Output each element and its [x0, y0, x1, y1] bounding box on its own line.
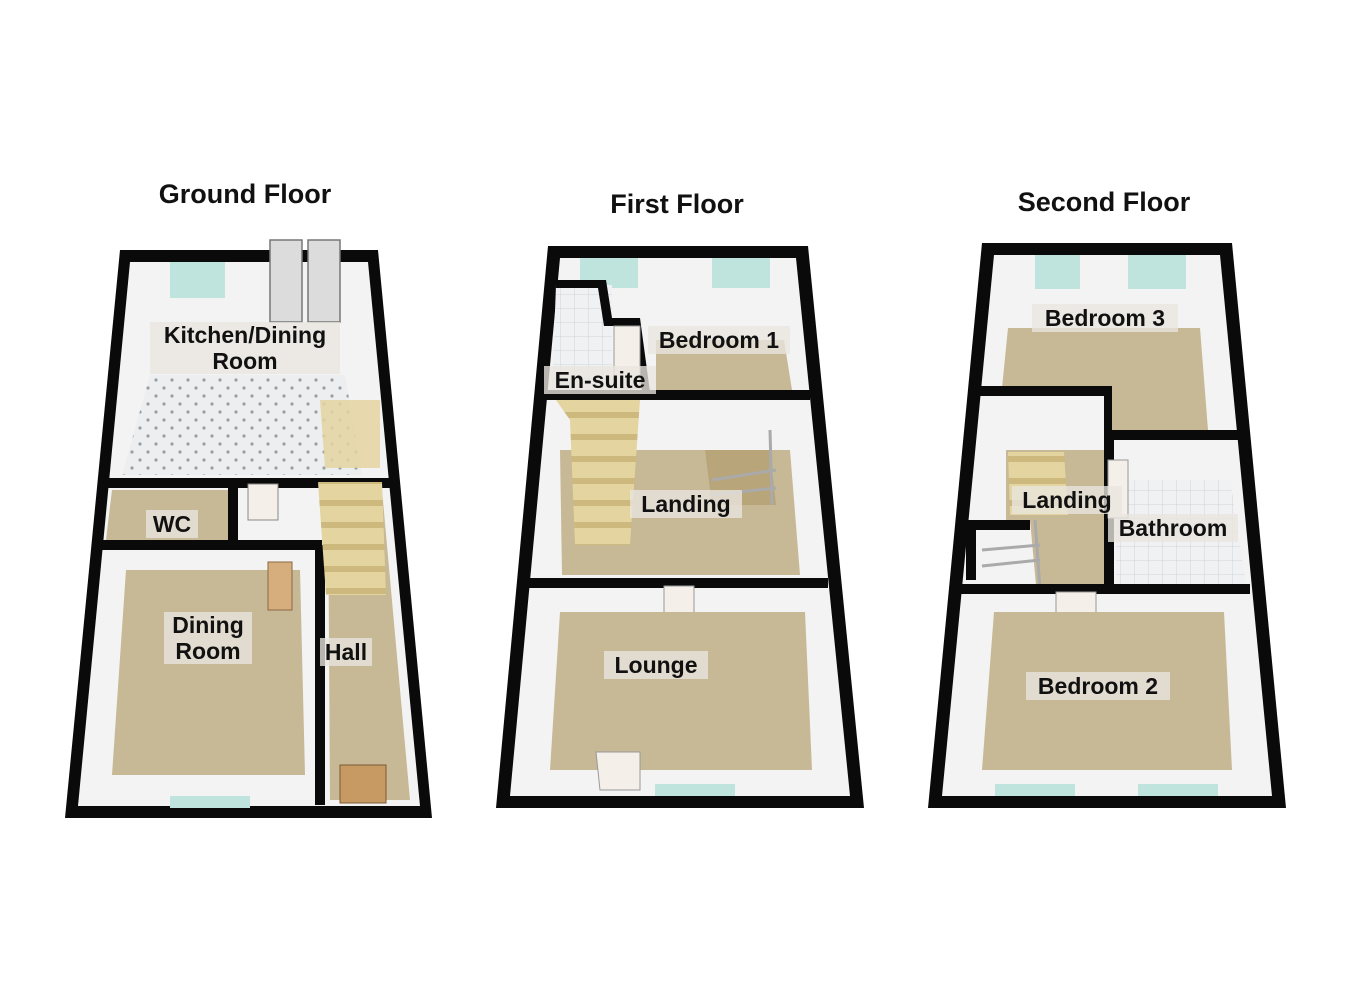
bedroom3-label: Bedroom 3	[1045, 305, 1165, 331]
first-landing-label-bg	[630, 490, 742, 518]
hall-label-bg	[320, 638, 372, 666]
lounge-door	[663, 585, 695, 615]
second-wall-bedroom3	[976, 386, 1240, 440]
dining-label-line1: Dining	[172, 612, 244, 638]
wc-label: WC	[153, 511, 191, 537]
wc-door	[247, 483, 279, 521]
ground-wall-dining	[100, 540, 322, 550]
lounge-window	[655, 784, 735, 796]
wc-label-bg	[146, 510, 198, 538]
patio-door-left	[269, 239, 303, 323]
ground-staircase	[318, 482, 386, 595]
dining-door	[267, 561, 293, 611]
bedroom2-label-bg	[1026, 672, 1170, 700]
ensuite-floor	[552, 285, 612, 392]
dining-label-line2: Room	[175, 638, 240, 664]
first-wall-lounge	[528, 578, 828, 588]
first-staircase	[556, 400, 640, 545]
kitchen-floor	[122, 375, 362, 475]
bathroom-label: Bathroom	[1119, 515, 1228, 541]
first-floor: First Floor Bedroom 1 En-suite Land	[496, 189, 864, 808]
second-banister	[981, 519, 1042, 591]
ensuite-label-bg	[544, 366, 656, 394]
bedroom2-window-right	[1138, 784, 1218, 796]
kitchen-label-line1: Kitchen/Dining	[164, 322, 326, 348]
dining-label-bg	[164, 612, 252, 664]
bedroom3-window-left	[1035, 255, 1080, 289]
second-landing-label: Landing	[1022, 487, 1111, 513]
dining-room-floor	[112, 570, 305, 775]
bedroom1-label-bg	[648, 326, 790, 354]
lounge-label: Lounge	[614, 652, 697, 678]
lounge-front-door	[595, 751, 641, 791]
bedroom3-label-bg	[1032, 304, 1178, 332]
ensuite-wall	[556, 280, 650, 392]
ground-floor: Ground Floor Kitchen/Dining Room	[65, 179, 432, 818]
front-door-mat	[339, 764, 387, 804]
kitchen-label-bg	[150, 322, 340, 374]
bedroom1-label: Bedroom 1	[659, 327, 779, 353]
hall-label: Hall	[325, 639, 367, 665]
first-wall-bedroom1	[540, 390, 810, 400]
second-wall-bedroom2	[960, 584, 1250, 594]
hall-divider-wall	[315, 545, 325, 805]
bathroom-label-bg	[1108, 514, 1238, 542]
wc-wall	[228, 488, 238, 540]
patio-door-right	[307, 239, 341, 323]
lounge-floor	[550, 612, 812, 770]
first-floor-title: First Floor	[610, 189, 744, 219]
bedroom1-window-right	[712, 258, 770, 288]
first-landing-label: Landing	[641, 491, 730, 517]
ground-floor-title: Ground Floor	[159, 179, 332, 209]
kitchen-label-line2: Room	[212, 348, 277, 374]
second-landing-label-bg	[1012, 486, 1122, 514]
second-floor: Second Floor Bedroom 3 Landing	[928, 187, 1286, 808]
cupboard-wall	[966, 520, 1030, 580]
ensuite-label: En-suite	[555, 367, 646, 393]
ground-wall-kitchen	[108, 478, 390, 488]
ground-stair-upper	[320, 400, 380, 468]
bedroom3-window-right	[1128, 255, 1186, 289]
kitchen-window	[170, 262, 225, 298]
bedroom2-label: Bedroom 2	[1038, 673, 1158, 699]
second-floor-title: Second Floor	[1018, 187, 1191, 217]
bedroom2-window-left	[995, 784, 1075, 796]
bedroom3-floor	[1002, 328, 1208, 430]
lounge-label-bg	[604, 651, 708, 679]
dining-window	[170, 796, 250, 808]
